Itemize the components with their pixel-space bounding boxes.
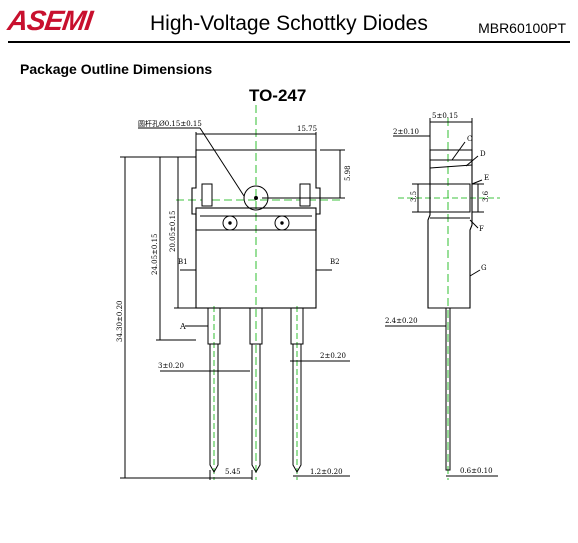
top-to-hole-label: 5.98 (344, 165, 352, 181)
body-width-label: 15.75 (297, 125, 317, 133)
section-title: Package Outline Dimensions (20, 61, 213, 77)
hole-dimension-label: 圆杆孔Ø0.15±0.15 (138, 119, 202, 128)
side-bottom-dim-label: 2.4±0.20 (385, 317, 418, 325)
header-divider (8, 41, 570, 43)
lead-offset-label: 3±0.20 (158, 362, 184, 370)
side-label-g: G (481, 264, 487, 272)
side-label-e: E (484, 174, 489, 182)
tab-height-label: 24.05±0.15 (151, 234, 159, 276)
side-left-dim-label: 3.5 (410, 191, 418, 202)
side-step-label: 2±0.10 (393, 128, 419, 136)
front-view (120, 105, 350, 480)
side-top-width-label: 5±0.15 (432, 112, 458, 120)
lead-pitch-label: 5.45 (225, 468, 241, 476)
part-number: MBR60100PT (478, 20, 566, 36)
side-view (385, 118, 500, 480)
side-right-dim-label: 3.6 (482, 190, 490, 202)
side-label-f: F (479, 225, 484, 233)
b1-label: B1 (178, 258, 188, 266)
side-label-c: C (467, 135, 472, 143)
overall-height-label: 34.30±0.20 (116, 301, 124, 343)
body-height-label: 20.05±0.15 (169, 211, 177, 253)
lead-thickness-label: 0.6±0.10 (460, 467, 493, 475)
b2-label: B2 (330, 258, 340, 266)
a-label: A (179, 322, 186, 331)
package-name: TO-247 (249, 86, 307, 105)
lead-width-label: 1.2±0.20 (310, 468, 343, 476)
lead-spacing-label: 2±0.20 (320, 352, 346, 360)
document-title: High-Voltage Schottky Diodes (150, 12, 428, 35)
side-label-d: D (480, 150, 486, 158)
